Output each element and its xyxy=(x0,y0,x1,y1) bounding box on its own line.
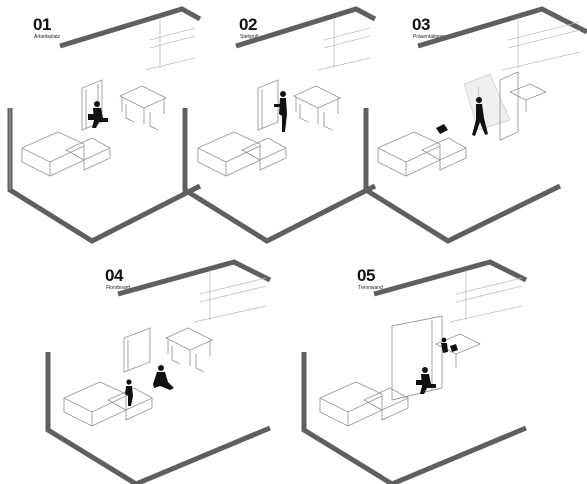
room-interior xyxy=(194,270,266,322)
room-outline-icon xyxy=(10,9,200,241)
room-illustration xyxy=(40,258,280,484)
room-outline-icon xyxy=(304,262,526,484)
projector-icon xyxy=(436,124,448,134)
sofa-icon xyxy=(198,132,286,176)
person-silhouette-icon xyxy=(274,91,287,132)
panel-01: 01 Arbeitsplatz xyxy=(0,0,200,245)
room-illustration xyxy=(178,0,378,245)
room-outline-icon xyxy=(185,9,375,241)
dining-table-icon xyxy=(166,328,212,372)
room-interior xyxy=(10,18,195,190)
room-illustration xyxy=(300,258,530,484)
room-illustration xyxy=(360,0,587,245)
room-illustration xyxy=(0,0,200,245)
sofa-icon xyxy=(320,382,408,426)
panel-05: 05 Trennwand xyxy=(300,258,530,484)
projector-beam-icon xyxy=(464,74,510,130)
panel-02: 02 Stehpult xyxy=(178,0,378,245)
panel-03: 03 Präsentationswand xyxy=(360,0,587,245)
person-silhouette-icon xyxy=(88,101,108,128)
sofa-icon xyxy=(378,132,466,176)
dining-table-icon xyxy=(294,86,340,130)
dining-table-icon xyxy=(120,86,166,130)
laptop-icon xyxy=(450,344,458,352)
wall-board-icon xyxy=(124,328,150,372)
sofa-icon xyxy=(22,132,110,176)
panel-04: 04 Floorboard xyxy=(40,258,280,484)
room-interior xyxy=(450,270,522,322)
sofa-icon xyxy=(64,382,152,426)
person-silhouette-icon xyxy=(153,365,174,390)
dining-table-icon xyxy=(510,84,546,112)
room-interior xyxy=(502,18,580,70)
